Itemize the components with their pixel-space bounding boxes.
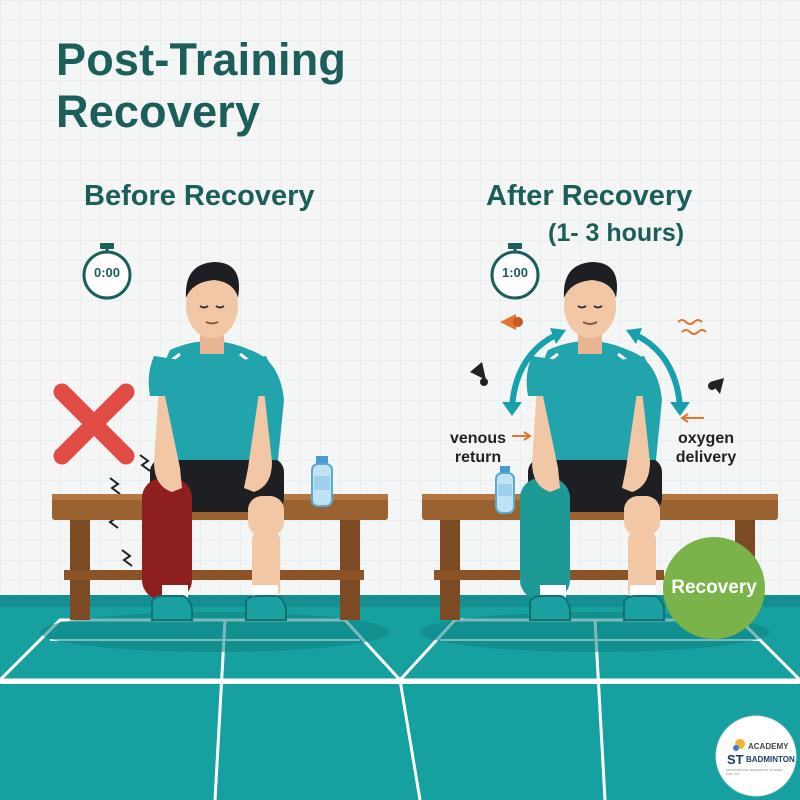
before-heading: Before Recovery [84,180,315,212]
timer-after-label: 1:00 [501,265,529,280]
water-bottle-icon [495,466,515,514]
heat-wave-icon [677,319,707,335]
label-line: venous [449,430,506,447]
oxygen-delivery-label: oxygen delivery [666,429,746,467]
after-subheading: (1- 3 hours) [548,219,685,247]
shuttlecock-icon [500,314,523,330]
shuttlecock-icon [470,362,488,386]
logo-brand: ST [727,752,744,767]
page-title: Post-Training Recovery [56,34,346,138]
stopwatch-icon [490,243,540,300]
stopwatch-icon [82,243,132,300]
logo-tagline: PROFESSIONAL BADMINTON CLASSES FOR YOU [726,768,783,776]
academy-logo [715,715,797,797]
player-before [142,262,287,621]
logo-line-badminton: BADMINTON [746,755,795,764]
label-line: delivery [675,449,737,466]
arrowhead-icon [502,328,690,416]
after-heading: After Recovery [486,180,693,212]
shuttlecock-icon [708,378,724,394]
player-after [520,262,665,621]
venous-return-label: venous return [441,429,515,467]
logo-line-academy: ACADEMY [748,742,789,751]
title-line: Recovery [56,86,261,137]
recovery-badge-label: Recovery [671,577,757,598]
recovery-badge [663,537,765,639]
circulation-arrow-icon [509,332,683,410]
label-line: oxygen [677,430,734,447]
badminton-court [0,595,800,800]
pointer-arrow-icon [512,413,704,441]
cross-icon [53,383,135,465]
timer-before-label: 0:00 [93,265,121,280]
title-line: Post-Training [56,34,347,85]
label-line: return [454,449,502,466]
water-bottle-icon [311,456,333,507]
